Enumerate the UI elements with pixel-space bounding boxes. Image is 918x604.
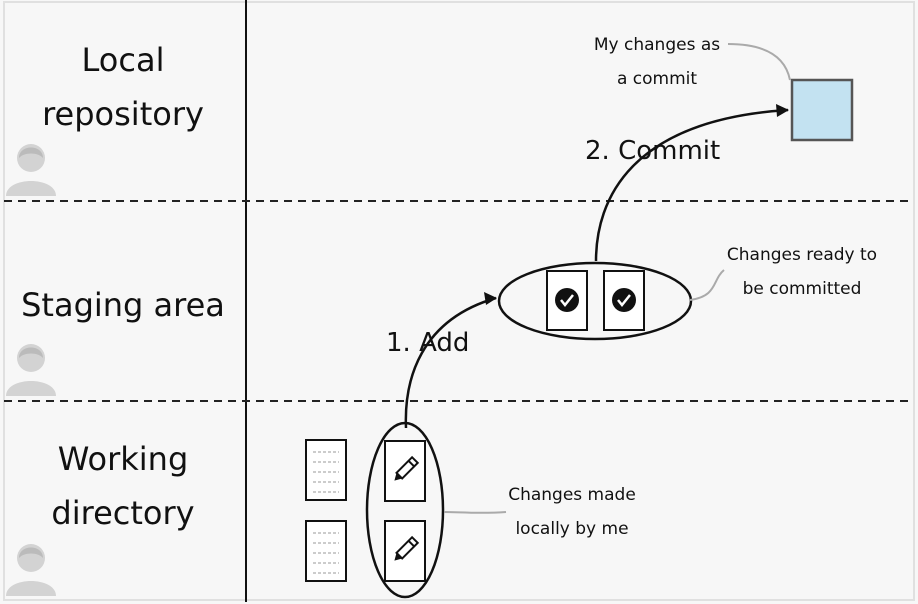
note-staged: Changes ready to be committed (714, 238, 890, 306)
lane-title-line: Local (81, 41, 165, 79)
add-arrow (404, 292, 497, 429)
staged-files-group (497, 261, 693, 341)
checked-file-icon (603, 270, 645, 331)
working-callout-line (443, 511, 507, 514)
commit-arrow (594, 104, 789, 262)
file-icon (305, 439, 347, 501)
step-commit-label: 2. Commit (585, 136, 721, 166)
commit-square-icon (790, 78, 854, 142)
lane-title-working-directory: Working directory (0, 432, 246, 540)
checkmark-icon (612, 288, 636, 312)
pencil-icon (394, 535, 420, 561)
person-icon (6, 144, 56, 196)
note-line: Changes made (508, 485, 636, 505)
lane-title-line: directory (51, 494, 195, 532)
pencil-file-icon (384, 520, 426, 582)
note-line: be committed (742, 279, 862, 299)
lane-title-line: Working (57, 440, 189, 478)
note-line: My changes as (593, 35, 721, 55)
lane-title-line: repository (42, 95, 204, 133)
staged-callout-line (689, 269, 725, 301)
file-icon (305, 520, 347, 582)
note-line: locally by me (515, 519, 629, 539)
pencil-icon (394, 455, 420, 481)
commit-callout-line (727, 43, 791, 81)
checked-file-icon (546, 270, 588, 331)
note-commit: My changes as a commit (572, 28, 742, 96)
note-line: Changes ready to (726, 245, 878, 265)
pencil-file-icon (384, 440, 426, 502)
lane-title-line: Staging area (21, 286, 225, 324)
step-add-label: 1. Add (386, 328, 470, 358)
lane-title-staging-area: Staging area (0, 278, 246, 332)
person-icon (6, 344, 56, 396)
checkmark-icon (555, 288, 579, 312)
outer-frame (3, 1, 915, 601)
note-working: Changes made locally by me (490, 478, 654, 546)
lane-title-local-repository: Local repository (0, 33, 246, 141)
person-icon (6, 544, 56, 596)
note-line: a commit (616, 69, 698, 89)
